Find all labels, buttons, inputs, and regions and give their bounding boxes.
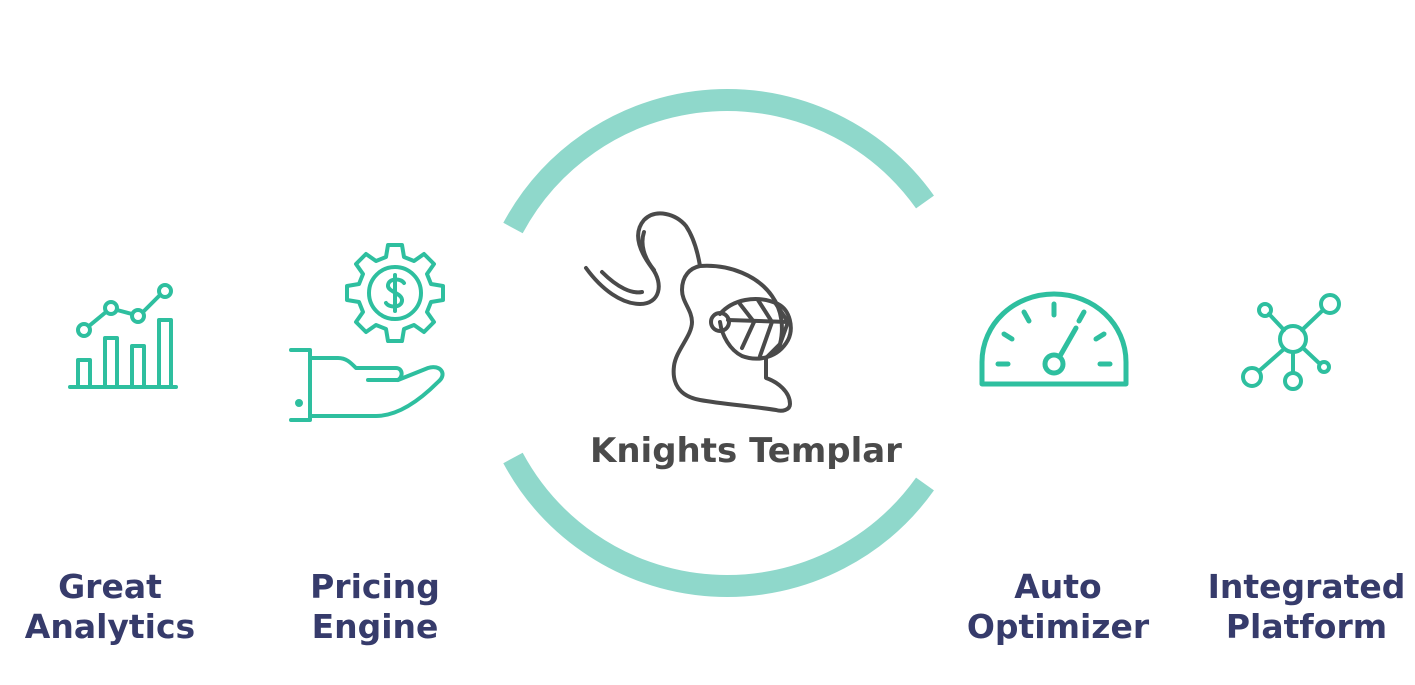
feature-label-optimizer: Auto Optimizer: [958, 567, 1158, 647]
feature-label-line1: Great: [58, 567, 162, 606]
center-title: Knights Templar: [590, 431, 902, 471]
feature-label-line2: Optimizer: [966, 607, 1150, 646]
feature-label-line2: Engine: [311, 607, 439, 646]
feature-label-line1: Auto: [1014, 567, 1102, 606]
feature-label-line2: Platform: [1225, 607, 1388, 646]
feature-label-line1: Integrated: [1207, 567, 1406, 606]
feature-label-line2: Analytics: [24, 607, 196, 646]
network-nodes-icon: [1238, 290, 1348, 395]
feature-label-analytics: Great Analytics: [10, 567, 210, 647]
ring-top-arc: [503, 88, 934, 234]
bar-chart-trend-icon: [68, 282, 180, 392]
hand-dollar-gear-icon: [288, 240, 453, 425]
knight-helmet-icon: [582, 210, 797, 415]
feature-label-pricing: Pricing Engine: [275, 567, 475, 647]
speedometer-gauge-icon: [978, 290, 1130, 390]
feature-label-line1: Pricing: [310, 567, 440, 606]
ring-bottom-arc: [503, 452, 934, 598]
feature-label-platform: Integrated Platform: [1198, 567, 1415, 647]
